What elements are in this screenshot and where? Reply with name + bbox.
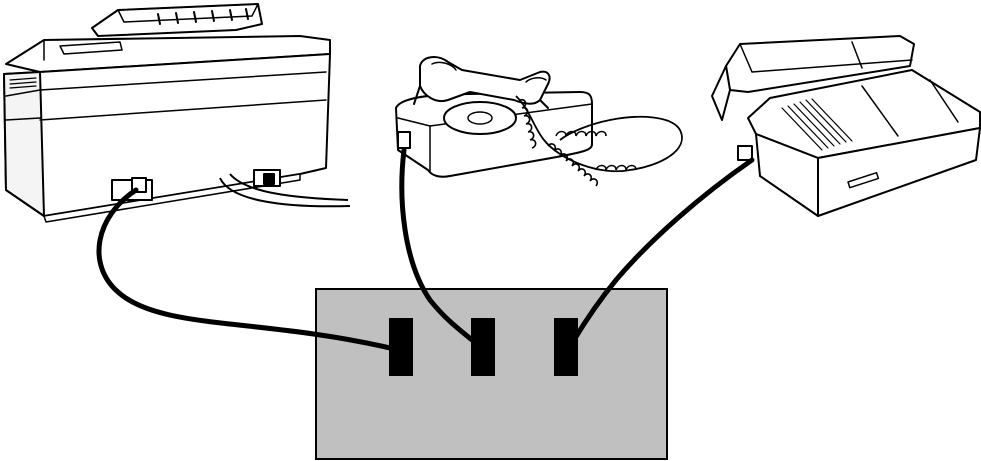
- junction-port-3: [554, 318, 578, 376]
- junction-port-2: [471, 318, 495, 376]
- fax-machine-icon: [4, 4, 330, 222]
- answering-machine-icon: [712, 36, 980, 216]
- junction-port-1: [389, 318, 413, 376]
- junction-box: [316, 289, 667, 459]
- telephone-icon: [396, 57, 592, 177]
